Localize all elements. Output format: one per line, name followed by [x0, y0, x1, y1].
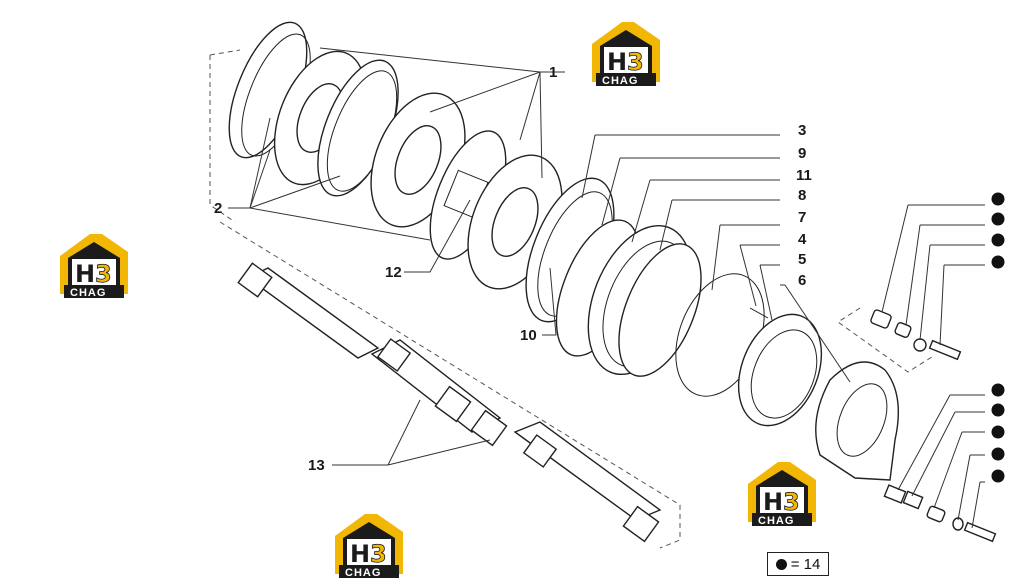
logo-letter: H	[350, 540, 370, 568]
retainer-plate-5	[737, 313, 823, 427]
watermark-logo-left: H 3 CHAG	[60, 234, 128, 299]
bullet-markers	[991, 192, 1005, 483]
bullet-marker	[991, 233, 1005, 247]
bullet-marker	[991, 255, 1005, 269]
logo-subtext: CHAG	[758, 515, 794, 527]
bullet-marker	[991, 469, 1005, 483]
hardware-group-upper	[870, 309, 962, 361]
callout-8: 8	[798, 187, 806, 204]
callout-10: 10	[520, 327, 537, 344]
watermark-logo-top: H 3 CHAG	[592, 22, 660, 87]
seal-ring-8	[618, 243, 702, 377]
logo-subtext: CHAG	[345, 567, 381, 579]
callout-2: 2	[214, 200, 222, 217]
callout-1: 1	[549, 64, 557, 81]
logo-number: 3	[95, 260, 112, 288]
bullet-marker	[991, 192, 1005, 206]
logo-subtext: CHAG	[602, 75, 638, 87]
dashed-assembly-guides	[209, 49, 936, 549]
housing-6	[815, 361, 900, 481]
callout-6: 6	[798, 272, 806, 289]
logo-letter: H	[75, 260, 95, 288]
watermark-logo-right: H 3 CHAG	[748, 462, 816, 527]
logo-number: 3	[370, 540, 387, 568]
bullet-icon	[775, 558, 787, 570]
callout-5: 5	[798, 251, 806, 268]
callout-4: 4	[798, 231, 807, 248]
bullet-marker	[991, 212, 1005, 226]
callout-7: 7	[798, 209, 806, 226]
callout-11: 11	[796, 167, 812, 184]
logo-letter: H	[763, 488, 783, 516]
hardware-group-lower	[883, 484, 997, 543]
legend-box: = 14	[767, 552, 829, 576]
legend-text: = 14	[790, 555, 821, 573]
leader-lines	[228, 47, 985, 529]
shaft-13	[237, 262, 662, 543]
callout-9: 9	[798, 145, 806, 162]
bullet-marker	[991, 447, 1005, 461]
callout-labels: 1 2 3 9 11 8 7 4 5 6 12 10 13	[214, 64, 812, 474]
logo-number: 3	[627, 48, 644, 76]
callout-13: 13	[308, 457, 325, 474]
logo-letter: H	[607, 48, 627, 76]
callout-3: 3	[798, 122, 806, 139]
watermark-logo-bottom: H 3 CHAG	[335, 514, 403, 579]
logo-subtext: CHAG	[70, 287, 106, 299]
bullet-marker	[991, 383, 1005, 397]
bullet-marker	[991, 403, 1005, 417]
callout-12: 12	[385, 264, 402, 281]
pin-4	[749, 307, 769, 319]
logo-number: 3	[783, 488, 800, 516]
bullet-marker	[991, 425, 1005, 439]
